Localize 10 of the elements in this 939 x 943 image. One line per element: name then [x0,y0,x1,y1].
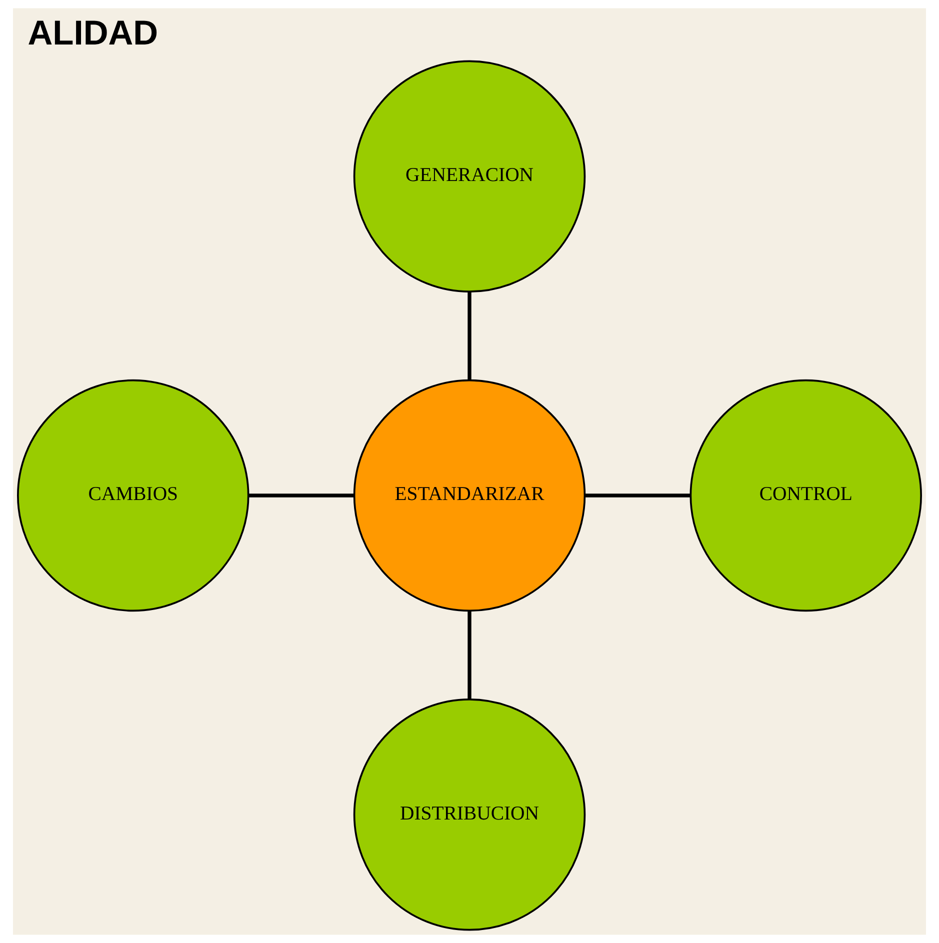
node-circle: ESTANDARIZAR [353,379,586,612]
node-circle: CONTROL [690,379,922,612]
connector [468,292,472,380]
node-circle: GENERACION [353,60,586,293]
diagram-title: ALIDAD [28,14,158,52]
connector [468,611,472,700]
node-circle: CAMBIOS [17,379,250,612]
connector [248,494,354,498]
node-circle: DISTRIBUCION [353,698,586,931]
connector [584,494,691,498]
